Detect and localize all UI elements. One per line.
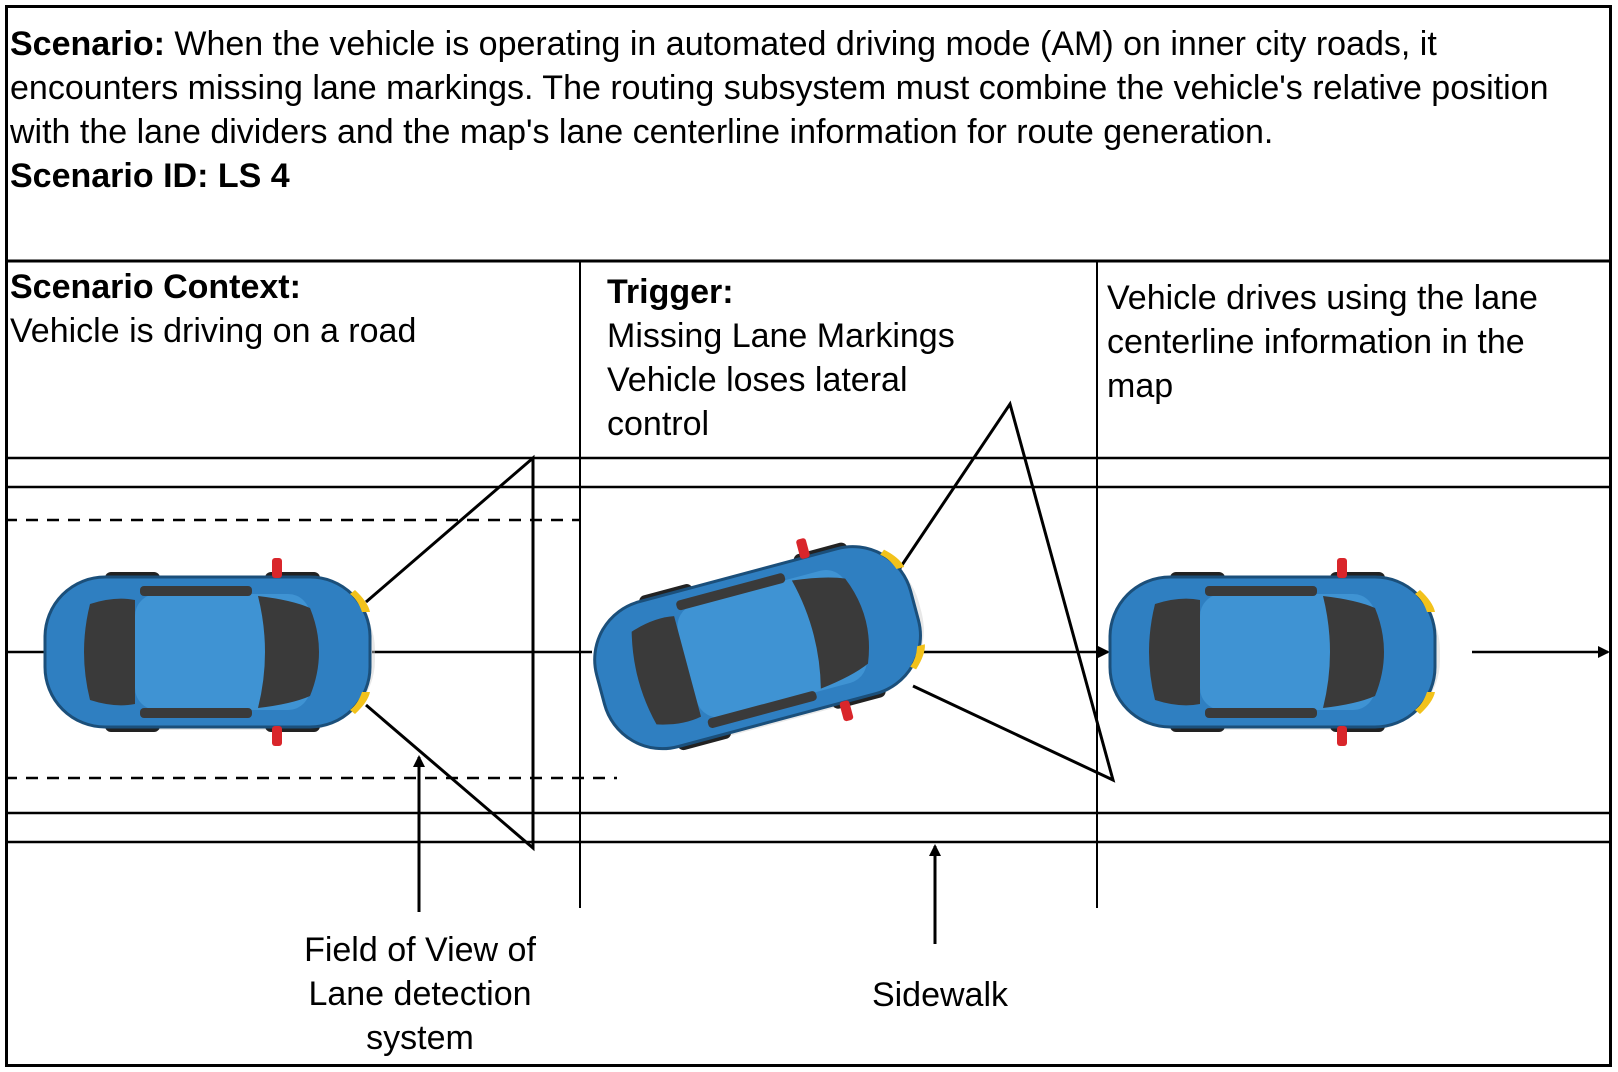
diagram-frame	[5, 5, 1612, 1067]
trigger-line-1: Missing Lane Markings	[607, 317, 955, 355]
scenario-id: Scenario ID: LS 4	[10, 157, 290, 195]
trigger-line-2: Vehicle loses lateral	[607, 361, 908, 399]
context-label: Scenario Context:	[10, 268, 301, 306]
trigger-line-3: control	[607, 405, 710, 443]
context-text: Vehicle is driving on a road	[10, 312, 417, 350]
trigger-label: Trigger:	[607, 273, 734, 311]
trigger-cell: Trigger: Missing Lane Markings Vehicle l…	[607, 270, 955, 446]
scenario-context-cell: Scenario Context: Vehicle is driving on …	[10, 265, 416, 353]
car-trigger	[574, 511, 946, 783]
sidewalk-annotation: Sidewalk	[830, 973, 1050, 1017]
sidewalk-text: Sidewalk	[871, 976, 1009, 1014]
outcome-line-1: Vehicle drives using the lane	[1107, 279, 1538, 317]
car-outcome	[1108, 556, 1442, 748]
outcome-line-3: map	[1107, 367, 1174, 405]
outcome-line-2: centerline information in the	[1107, 323, 1525, 361]
fov-line-1: Field of View of	[304, 931, 536, 969]
fov-cone-trigger	[898, 400, 1116, 783]
fov-cone-left	[365, 454, 535, 852]
scenario-description: When the vehicle is operating in automat…	[10, 25, 1549, 151]
scenario-label: Scenario:	[10, 25, 165, 63]
fov-annotation: Field of View of Lane detection system	[250, 928, 590, 1060]
car-context	[43, 556, 377, 748]
fov-line-2: Lane detection	[308, 975, 532, 1013]
scenario-header: Scenario: When the vehicle is operating …	[10, 22, 1610, 198]
outcome-cell: Vehicle drives using the lane centerline…	[1107, 276, 1538, 408]
fov-line-3: system	[366, 1019, 474, 1057]
